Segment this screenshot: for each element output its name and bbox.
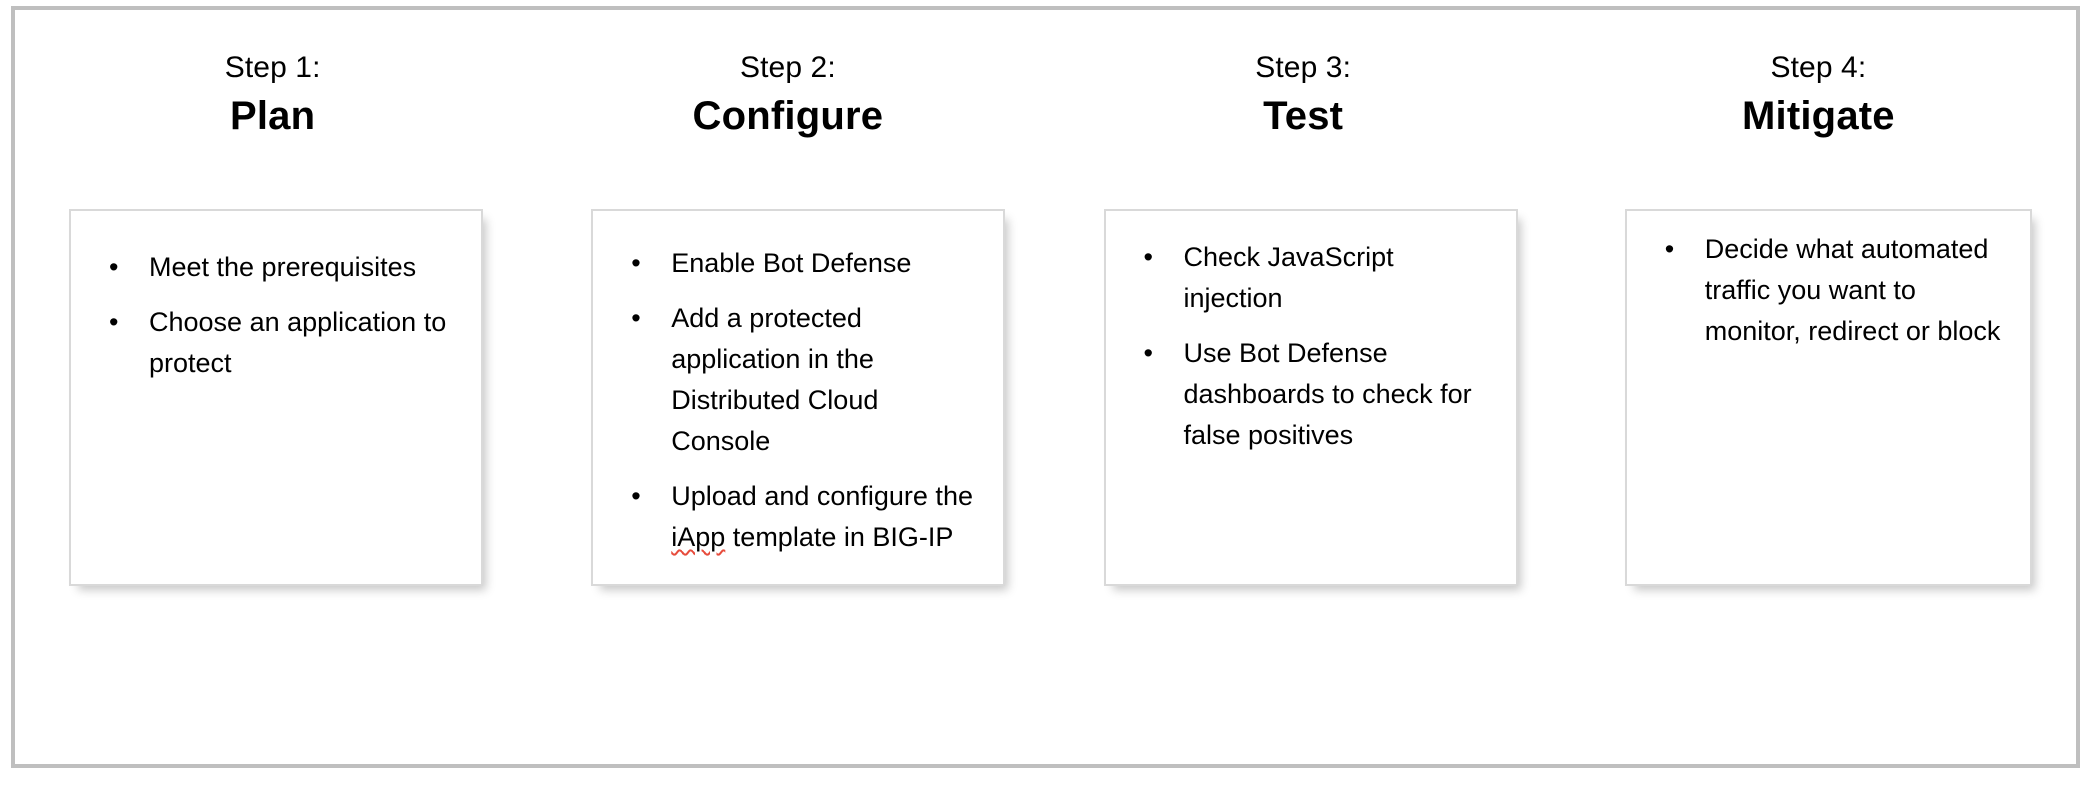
step-label-1: Step 1: — [224, 51, 321, 84]
bullet-text: Upload and configure the iApp template i… — [671, 481, 973, 552]
step-label-2: Step 2: — [739, 51, 836, 84]
step-card-4: • Decide what automated traffic you want… — [1624, 209, 2032, 586]
step-card-1: • Meet the prerequisites • Choose an app… — [69, 209, 483, 586]
bullet-text: Add a protected application in the Distr… — [671, 303, 879, 456]
step-card-3: • Check JavaScript injection • Use Bot D… — [1103, 209, 1518, 586]
step-title-3: Test — [1263, 94, 1344, 138]
step-column-3: Step 3: Test • Check JavaScript injectio… — [1046, 10, 1561, 764]
step-title-1: Plan — [229, 94, 316, 138]
bullet-list-2: • Enable Bot Defense • Add a protected a… — [593, 211, 1003, 558]
step-title-2: Configure — [692, 94, 884, 138]
bullet-dot-icon: • — [109, 307, 119, 337]
step-heading-4: Step 4: Mitigate — [1561, 48, 2076, 142]
step-title-4: Mitigate — [1742, 94, 1895, 138]
list-item: • Enable Bot Defense — [611, 243, 981, 284]
misspelled-word: iApp — [671, 522, 726, 552]
step-heading-3: Step 3: Test — [1046, 48, 1561, 142]
step-column-1: Step 1: Plan • Meet the prerequisites • … — [15, 10, 530, 764]
list-item: • Decide what automated traffic you want… — [1645, 229, 2008, 352]
steps-columns: Step 1: Plan • Meet the prerequisites • … — [15, 10, 2076, 764]
step-column-4: Step 4: Mitigate • Decide what automated… — [1561, 10, 2076, 764]
bullet-list-4: • Decide what automated traffic you want… — [1627, 211, 2030, 352]
list-item: • Check JavaScript injection — [1124, 237, 1494, 319]
bullet-text-after: template in BIG-IP — [725, 522, 954, 552]
bullet-list-1: • Meet the prerequisites • Choose an app… — [71, 211, 481, 384]
bullet-text: Use Bot Defense dashboards to check for … — [1183, 338, 1472, 450]
bullet-text: Meet the prerequisites — [149, 252, 417, 282]
bullet-text-before: Upload and configure the — [671, 481, 973, 511]
bullet-text: Check JavaScript injection — [1183, 242, 1394, 313]
list-item: • Use Bot Defense dashboards to check fo… — [1124, 333, 1494, 456]
bullet-text: Choose an application to protect — [149, 307, 447, 378]
bullet-dot-icon: • — [1143, 338, 1153, 368]
bullet-dot-icon: • — [1143, 242, 1153, 272]
bullet-dot-icon: • — [109, 252, 119, 282]
list-item: • Meet the prerequisites — [89, 247, 459, 288]
list-item: • Add a protected application in the Dis… — [611, 298, 981, 462]
bullet-text: Enable Bot Defense — [671, 248, 912, 278]
bullet-dot-icon: • — [631, 248, 641, 278]
list-item: • Upload and configure the iApp template… — [611, 476, 981, 558]
bullet-text: Decide what automated traffic you want t… — [1704, 234, 2001, 346]
step-heading-2: Step 2: Configure — [530, 48, 1045, 142]
step-label-4: Step 4: — [1770, 51, 1867, 84]
step-column-2: Step 2: Configure • Enable Bot Defense •… — [530, 10, 1045, 764]
bullet-dot-icon: • — [631, 303, 641, 333]
list-item: • Choose an application to protect — [89, 302, 459, 384]
step-card-2: • Enable Bot Defense • Add a protected a… — [591, 209, 1006, 586]
step-label-3: Step 3: — [1255, 51, 1352, 84]
bullet-list-3: • Check JavaScript injection • Use Bot D… — [1106, 211, 1516, 456]
bullet-dot-icon: • — [631, 481, 641, 511]
step-heading-1: Step 1: Plan — [15, 48, 530, 142]
bullet-dot-icon: • — [1664, 234, 1675, 264]
slide-frame: Step 1: Plan • Meet the prerequisites • … — [11, 6, 2080, 768]
